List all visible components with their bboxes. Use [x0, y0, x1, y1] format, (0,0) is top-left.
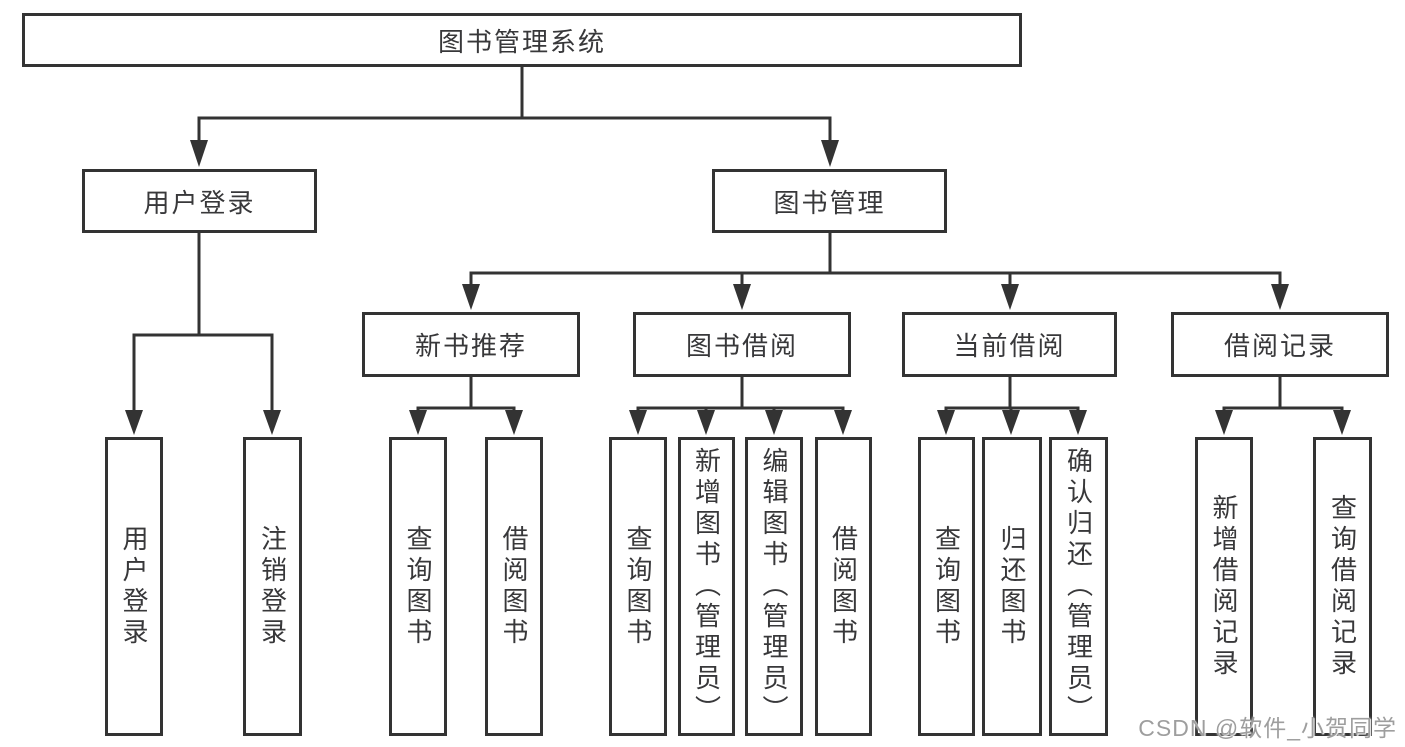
leaf-label: 借阅图书: [828, 524, 859, 649]
leaf-logout: 注销登录: [243, 437, 302, 736]
arrowheads: [125, 140, 1351, 435]
leaf-query-books-current: 查询图书: [918, 437, 975, 736]
node-label: 图书管理系统: [437, 26, 606, 57]
leaf-return-books: 归还图书: [982, 437, 1042, 736]
node-current-borrowing: 当前借阅: [902, 312, 1117, 377]
node-book-management: 图书管理: [712, 169, 947, 233]
leaf-query-borrow-record: 查询借阅记录: [1313, 437, 1372, 736]
leaf-add-borrow-record: 新增借阅记录: [1195, 437, 1253, 736]
leaf-borrow-books: 借阅图书: [815, 437, 872, 736]
leaf-label: 查询借阅记录: [1327, 493, 1358, 680]
leaf-query-books-borrowing: 查询图书: [609, 437, 667, 736]
node-book-borrowing: 图书借阅: [633, 312, 851, 377]
leaf-label: 编辑图书（管理员）: [759, 447, 789, 726]
leaf-label: 借阅图书: [499, 524, 529, 649]
leaf-confirm-return-admin: 确认归还（管理员）: [1049, 437, 1108, 736]
leaf-add-books-admin: 新增图书（管理员）: [678, 437, 735, 736]
csdn-watermark: CSDN @软件_小贺同学: [1138, 715, 1397, 741]
node-label: 用户登录: [143, 187, 256, 218]
node-label: 新书推荐: [414, 331, 527, 361]
leaf-label: 查询图书: [623, 524, 653, 649]
leaf-user-login: 用户登录: [105, 437, 163, 736]
node-label: 当前借阅: [953, 331, 1066, 361]
leaf-label: 用户登录: [119, 524, 149, 649]
leaf-label: 查询图书: [931, 524, 962, 649]
leaf-label: 新增借阅记录: [1209, 493, 1239, 680]
leaf-label: 查询图书: [403, 524, 433, 649]
node-new-book-recommendation: 新书推荐: [362, 312, 580, 377]
node-library-management-system: 图书管理系统: [22, 13, 1022, 67]
leaf-label: 归还图书: [997, 524, 1027, 649]
node-user-login: 用户登录: [82, 169, 317, 233]
leaf-label: 注销登录: [257, 524, 288, 649]
node-borrowing-records: 借阅记录: [1171, 312, 1389, 377]
leaf-query-books-recommend: 查询图书: [389, 437, 447, 736]
node-label: 图书管理: [773, 187, 886, 218]
node-label: 借阅记录: [1223, 331, 1336, 361]
leaf-label: 新增图书（管理员）: [691, 447, 722, 726]
leaf-edit-books-admin: 编辑图书（管理员）: [745, 437, 803, 736]
leaf-borrow-books-recommend: 借阅图书: [485, 437, 543, 736]
leaf-label: 确认归还（管理员）: [1063, 447, 1094, 726]
node-label: 图书借阅: [685, 331, 798, 361]
